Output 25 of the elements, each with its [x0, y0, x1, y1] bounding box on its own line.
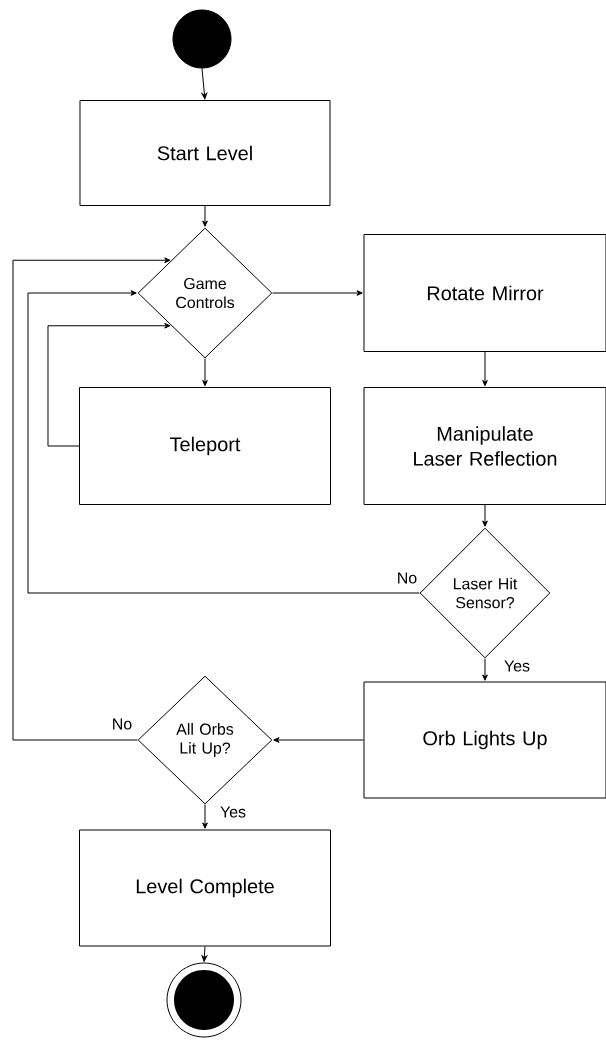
arrow — [47, 322, 171, 447]
end-circle — [166, 962, 242, 1038]
arrow — [482, 351, 488, 387]
process-box: Teleport — [79, 387, 331, 505]
process-box: Orb Lights Up — [363, 681, 606, 799]
process-box: Level Complete — [79, 829, 331, 947]
process-box: Start Level — [79, 100, 331, 206]
arrow — [202, 804, 208, 829]
start-circle — [172, 9, 232, 69]
arrow — [272, 290, 363, 296]
arrow — [201, 68, 208, 100]
arrow — [201, 946, 208, 962]
arrow — [482, 658, 488, 681]
edge-label: Yes — [219, 805, 247, 819]
arrow — [482, 504, 488, 527]
arrow — [273, 737, 364, 743]
edge-label: No — [395, 571, 419, 585]
process-box: Manipulate Laser Reflection — [363, 387, 606, 505]
arrow — [202, 358, 208, 387]
edge-label: Yes — [503, 659, 531, 673]
process-box: Rotate Mirror — [363, 234, 606, 352]
arrow — [27, 290, 420, 594]
arrow — [202, 205, 208, 227]
arrow — [12, 257, 171, 741]
edge-label: No — [110, 717, 134, 731]
